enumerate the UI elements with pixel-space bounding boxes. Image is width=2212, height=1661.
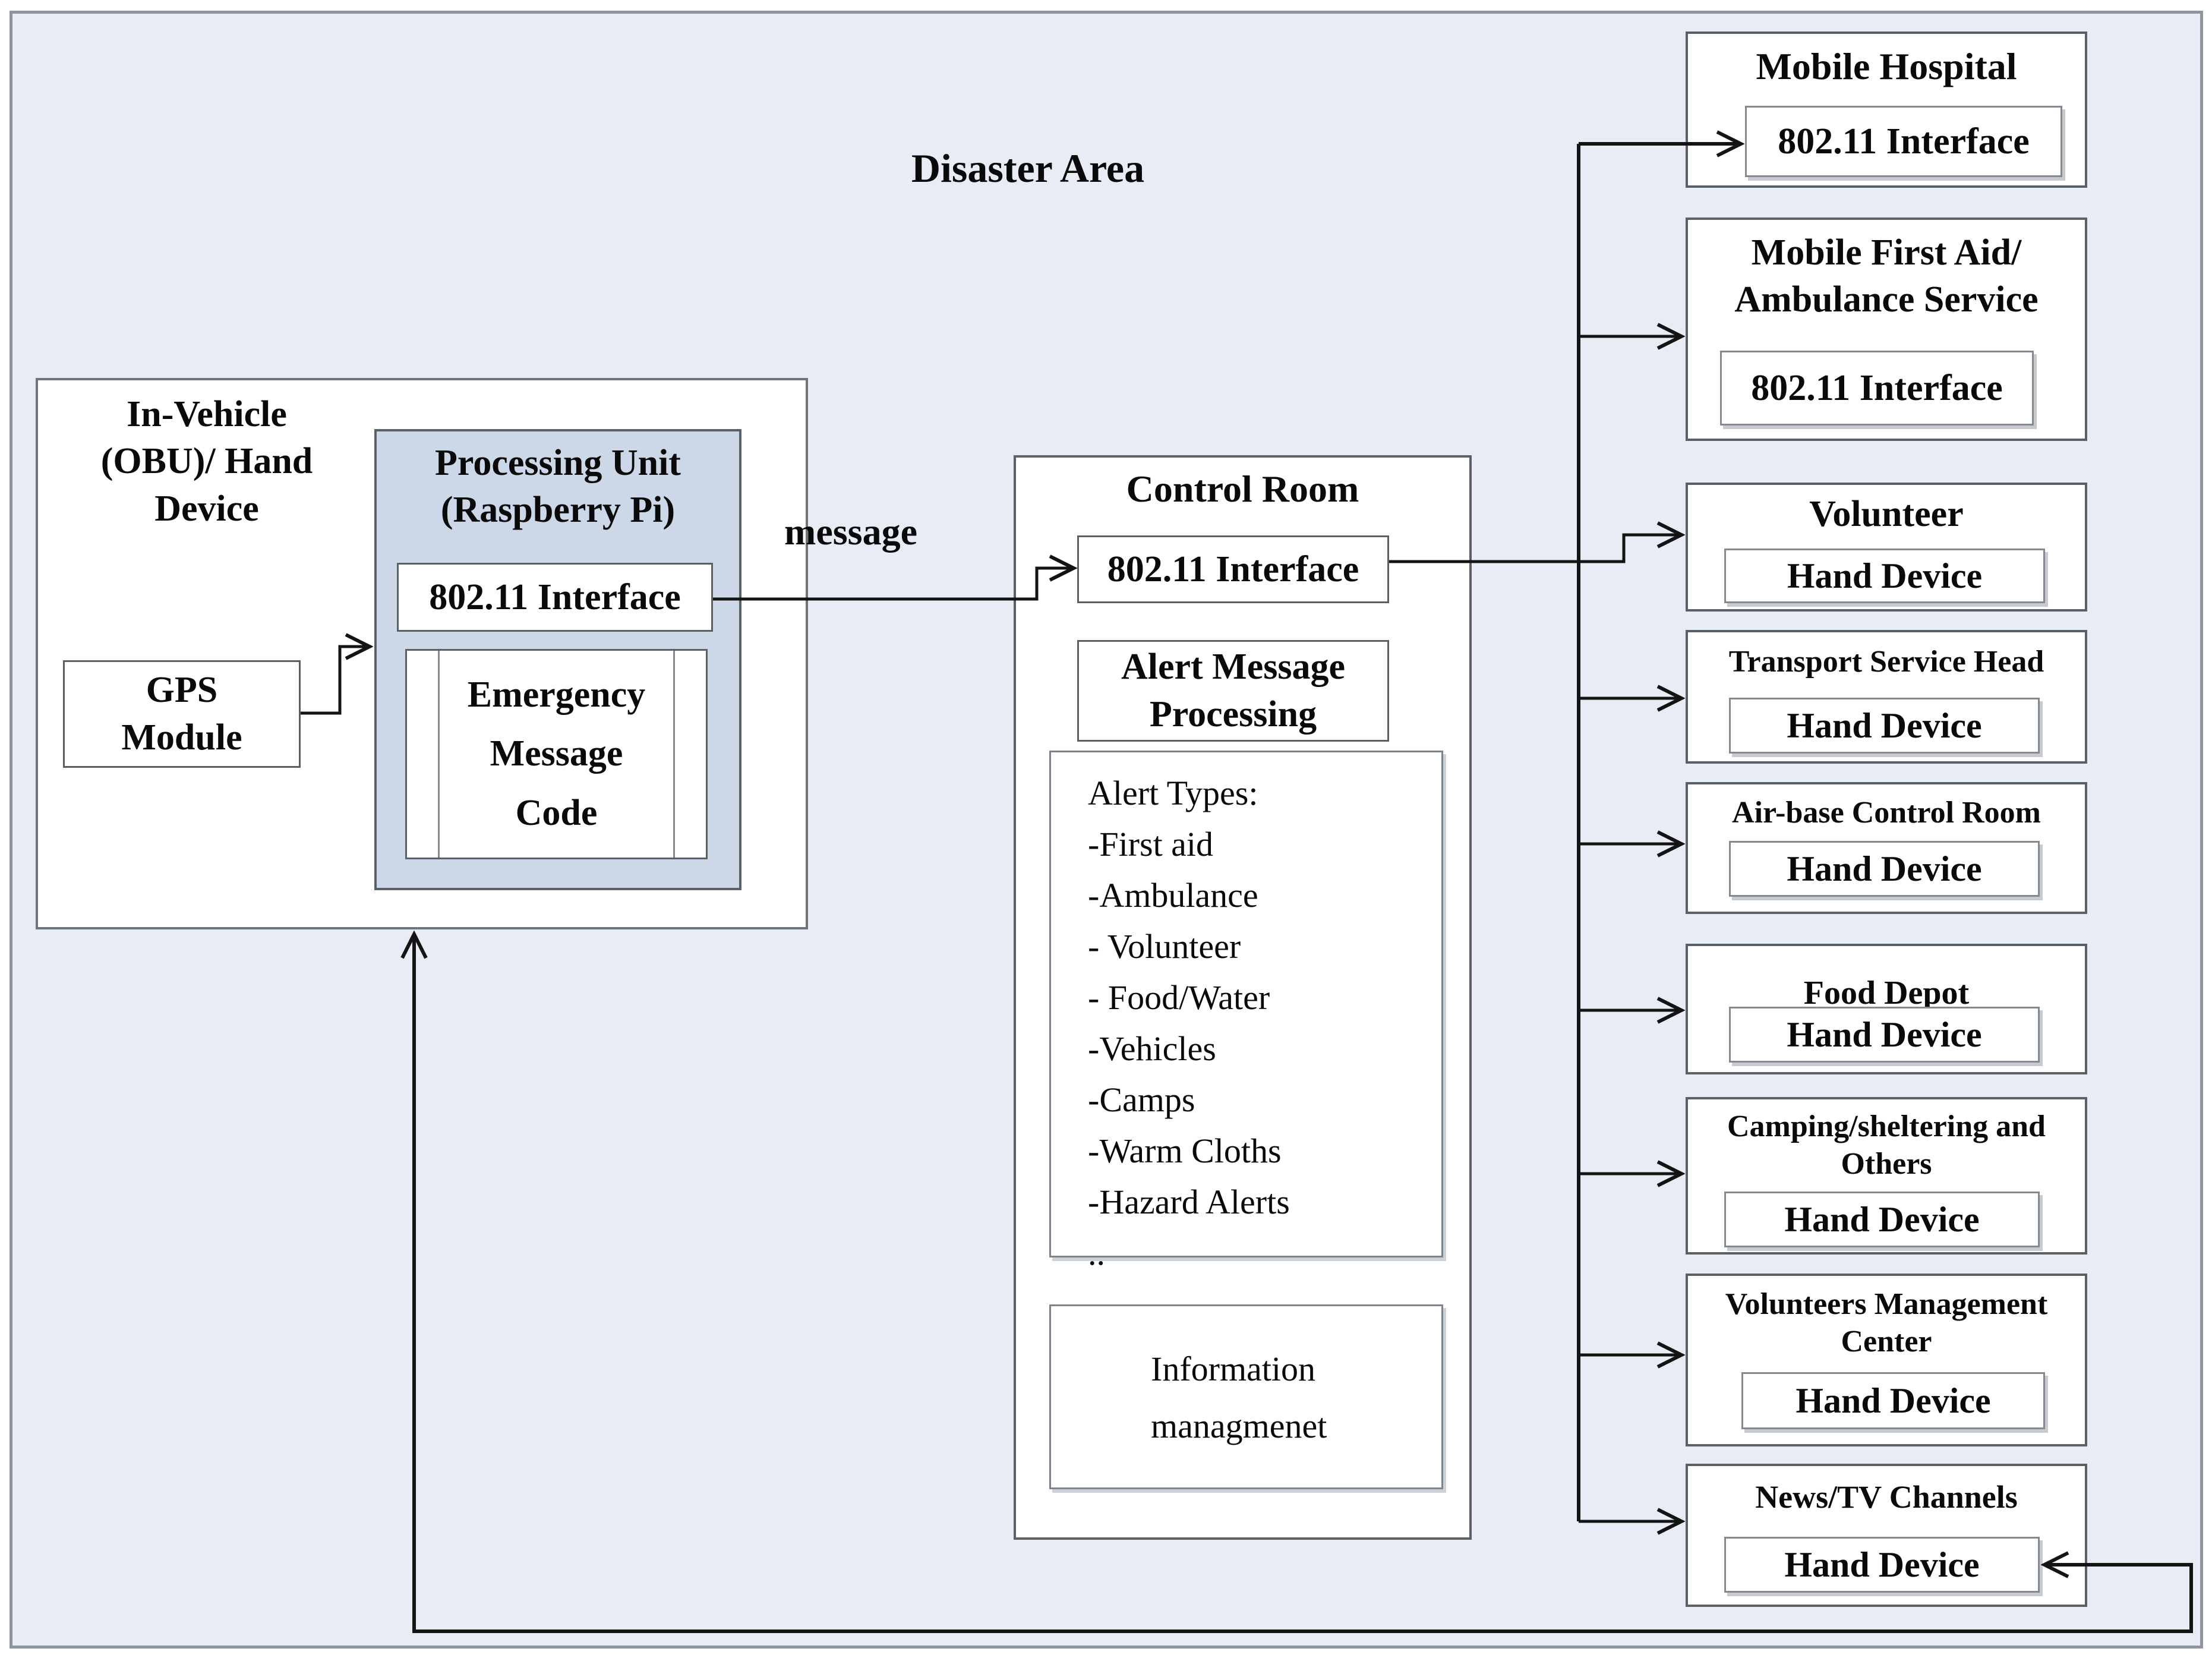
alert-message-processing-label: Alert Message Processing [1121, 647, 1345, 735]
air-base-hand-device-box: Hand Device [1729, 841, 2040, 897]
mobile-first-aid-interface-box: 802.11 Interface [1720, 351, 2034, 426]
processing-unit-title: Processing Unit (Raspberry Pi) [435, 443, 681, 531]
diagram-title: Disaster Area [911, 146, 1145, 191]
alert-types-item: Alert Types: [1088, 774, 1258, 812]
news-hand-device-box: Hand Device [1724, 1537, 2040, 1593]
alert-types-item: -First aid [1088, 825, 1214, 863]
control-room-title: Control Room [1126, 468, 1359, 510]
in-vehicle-title: In-Vehicle (OBU)/ Hand Device [100, 394, 313, 529]
message-arrow-label: message [784, 510, 917, 553]
pu-80211-interface-box: 802.11 Interface [397, 563, 713, 632]
camping-hand-device-box: Hand Device [1724, 1192, 2040, 1247]
gps-module-box: GPS Module [63, 660, 301, 768]
transport-hand-device-box: Hand Device [1729, 698, 2040, 754]
gps-module-label: GPS Module [121, 670, 242, 758]
alert-message-processing-box: Alert Message Processing [1077, 640, 1389, 742]
information-management-box: Information managmenet [1049, 1304, 1443, 1489]
volunteer-hand-device-box: Hand Device [1724, 549, 2045, 603]
mobile-hospital-interface-box: 802.11 Interface [1745, 106, 2062, 177]
vmc-hand-device-box: Hand Device [1741, 1372, 2045, 1429]
alert-types-item: -Warm Cloths [1088, 1132, 1282, 1170]
alert-types-box: Alert Types: -First aid -Ambulance - Vol… [1049, 751, 1443, 1272]
alert-types-item: -Vehicles [1088, 1029, 1216, 1068]
cr-80211-interface-label: 802.11 Interface [1107, 549, 1359, 590]
alert-types-item: -Camps [1088, 1080, 1195, 1119]
emergency-message-code-box: Emergency Message Code [405, 649, 708, 859]
alert-types-item: .. [1088, 1234, 1105, 1272]
alert-types-item: -Hazard Alerts [1088, 1183, 1290, 1221]
alert-types-item: - Volunteer [1088, 927, 1241, 966]
emergency-message-code-label: Emergency Message Code [467, 675, 646, 833]
alert-types-item: - Food/Water [1088, 978, 1270, 1017]
food-depot-hand-device-box: Hand Device [1729, 1007, 2040, 1063]
pu-80211-interface-label: 802.11 Interface [429, 576, 681, 617]
cr-80211-interface-box: 802.11 Interface [1077, 535, 1389, 603]
alert-types-item: -Ambulance [1088, 876, 1258, 915]
